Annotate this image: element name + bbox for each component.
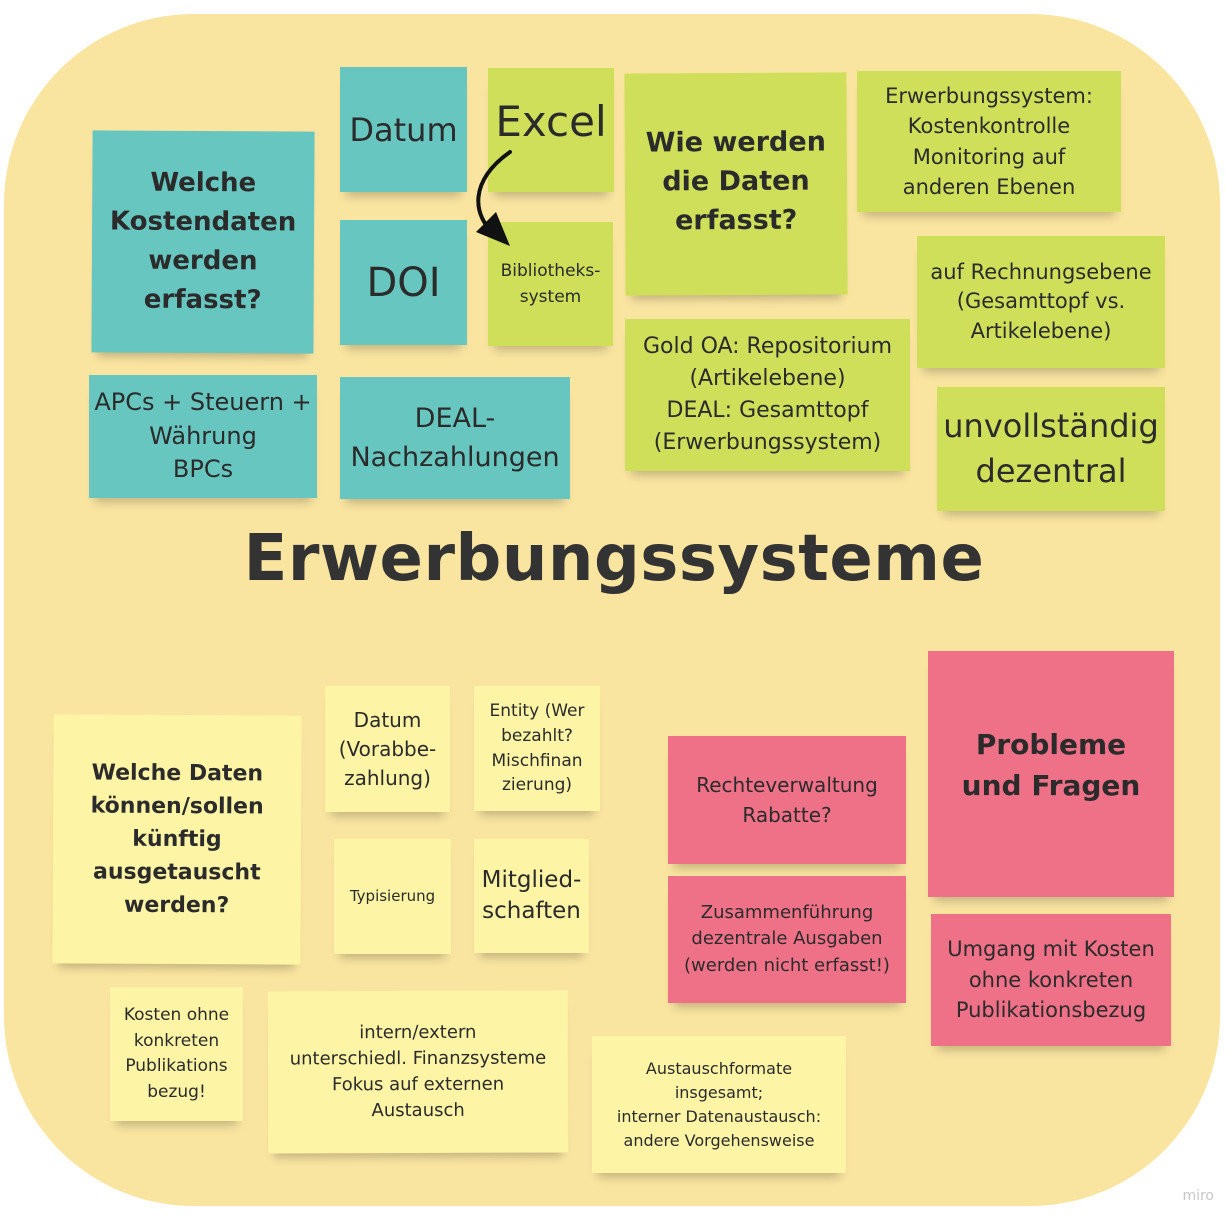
note-apcs[interactable]: APCs + Steuern + Währung BPCs <box>89 375 317 498</box>
note-line: intern/extern <box>359 1021 477 1044</box>
note-line: Wie werden <box>645 126 826 159</box>
note-line: andere Vorgehensweise <box>623 1130 815 1150</box>
note-line: Gold OA: Repositorium <box>642 334 893 360</box>
note-line: die Daten <box>662 165 810 198</box>
board-title: Erwerbungssysteme <box>243 522 985 596</box>
note-wie-erfasst-question[interactable]: Wie werden die Daten erfasst? <box>624 72 848 296</box>
note-line: interner Datenaustausch: <box>616 1106 822 1126</box>
note-line: bezahlt? <box>501 725 573 746</box>
note-gold-oa[interactable]: Gold OA: Repositorium (Artikelebene) DEA… <box>625 319 910 471</box>
note-line: Kostendaten <box>109 206 297 238</box>
note-line: unterschiedl. Finanzsysteme <box>289 1047 547 1070</box>
note-entity[interactable]: Entity (Wer bezahlt? Mischfinan zierung) <box>474 686 600 811</box>
note-line: bezug! <box>147 1081 206 1102</box>
note-line: werden? <box>123 892 230 919</box>
note-unvollstaendig[interactable]: unvollständig dezentral <box>937 387 1165 511</box>
note-line: Datum <box>353 707 422 732</box>
note-line: Austauschformate <box>645 1058 793 1078</box>
note-line: zierung) <box>501 775 573 796</box>
note-line: insgesamt; <box>674 1082 764 1102</box>
note-rechteverwaltung[interactable]: Rechteverwaltung Rabatte? <box>668 736 906 864</box>
note-line: Erwerbungssystem: <box>885 83 1093 108</box>
note-line: DEAL- <box>414 402 496 434</box>
note-line: Welche <box>150 167 257 199</box>
note-kosten-ohne-bezug[interactable]: Kosten ohne konkreten Publikations bezug… <box>110 987 243 1121</box>
note-line: Welche Daten <box>91 760 264 787</box>
note-line: Austausch <box>371 1099 465 1122</box>
note-line: Nachzahlungen <box>350 442 560 473</box>
note-line: schaften <box>482 898 581 924</box>
note-line: APCs + Steuern + <box>94 388 312 417</box>
note-line: können/sollen <box>90 793 264 820</box>
note-line: Probleme <box>975 728 1127 761</box>
note-line: Umgang mit Kosten <box>947 937 1155 962</box>
note-austauschformate[interactable]: Austauschformate insgesamt; interner Dat… <box>592 1036 846 1173</box>
note-line: und Fragen <box>961 768 1141 802</box>
note-line: künftig <box>132 826 222 853</box>
note-line: (Gesamttopf vs. <box>956 289 1126 314</box>
note-line: Rechteverwaltung <box>696 773 878 797</box>
note-line: Datum <box>349 110 458 149</box>
note-line: zahlung) <box>344 765 431 790</box>
note-line: Fokus auf externen <box>331 1073 505 1096</box>
note-datum-vorabbezahlung[interactable]: Datum (Vorabbe- zahlung) <box>325 686 450 812</box>
note-excel[interactable]: Excel <box>488 68 614 192</box>
note-line: Kosten ohne <box>123 1005 230 1025</box>
note-line: Publikationsbezug <box>955 998 1147 1023</box>
note-line: erfasst? <box>143 284 262 316</box>
note-line: ohne konkreten <box>968 967 1134 992</box>
note-doi[interactable]: DOI <box>340 220 467 345</box>
note-line: BPCs <box>172 455 234 484</box>
note-line: Publikations <box>125 1056 228 1076</box>
note-line: Mischfinan <box>491 750 583 771</box>
note-umgang-kosten[interactable]: Umgang mit Kosten ohne konkreten Publika… <box>931 914 1171 1046</box>
note-line: konkreten <box>133 1030 220 1051</box>
note-typisierung[interactable]: Typisierung <box>334 839 451 954</box>
note-line: (Artikelebene) <box>689 366 846 392</box>
note-line: (Erwerbungssystem) <box>653 429 882 455</box>
note-line: unvollständig <box>943 407 1159 446</box>
note-line: anderen Ebenen <box>902 174 1076 199</box>
note-line: dezentral <box>975 452 1127 490</box>
note-line: Artikelebene) <box>970 318 1112 343</box>
note-line: auf Rechnungsebene <box>930 259 1152 284</box>
note-line: Excel <box>495 97 607 146</box>
note-line: DEAL: Gesamttopf <box>666 398 869 423</box>
note-line: Entity (Wer <box>489 701 585 722</box>
note-line: erfasst? <box>674 204 798 237</box>
note-line: Monitoring auf <box>912 144 1066 169</box>
note-erwerbungssystem-kostenkontrolle[interactable]: Erwerbungssystem: Kostenkontrolle Monito… <box>857 71 1121 212</box>
note-probleme-question[interactable]: Probleme und Fragen <box>928 651 1174 897</box>
note-kostendaten-question[interactable]: Welche Kostendaten werden erfasst? <box>91 130 315 354</box>
note-datum[interactable]: Datum <box>340 67 467 192</box>
note-line: Zusammenführung <box>700 902 874 924</box>
note-line: system <box>519 287 582 307</box>
note-mitgliedschaften[interactable]: Mitglied- schaften <box>474 839 589 953</box>
note-rechnungsebene[interactable]: auf Rechnungsebene (Gesamttopf vs. Artik… <box>917 236 1165 368</box>
note-bibliothekssystem[interactable]: Bibliotheks- system <box>488 222 613 346</box>
note-line: werden <box>148 245 258 277</box>
note-line: (werden nicht erfasst!) <box>684 954 890 976</box>
note-line: Rabatte? <box>742 803 832 827</box>
note-austausch-question[interactable]: Welche Daten können/sollen künftig ausge… <box>52 714 302 965</box>
note-line: Kostenkontrolle <box>907 114 1071 139</box>
note-zusammenfuehrung[interactable]: Zusammenführung dezentrale Ausgaben (wer… <box>668 876 906 1003</box>
note-line: ausgetauscht <box>92 859 261 886</box>
miro-watermark: miro <box>1182 1188 1214 1204</box>
note-line: Währung <box>149 421 257 450</box>
note-intern-extern[interactable]: intern/extern unterschiedl. Finanzsystem… <box>267 990 569 1154</box>
note-line: (Vorabbe- <box>338 736 437 761</box>
note-line: dezentrale Ausgaben <box>691 928 883 950</box>
note-line: Typisierung <box>349 887 436 906</box>
note-deal-nachzahlungen[interactable]: DEAL- Nachzahlungen <box>340 377 570 499</box>
note-line: Mitglied- <box>481 866 582 893</box>
note-line: Bibliotheks- <box>500 260 601 281</box>
note-line: DOI <box>366 259 441 306</box>
